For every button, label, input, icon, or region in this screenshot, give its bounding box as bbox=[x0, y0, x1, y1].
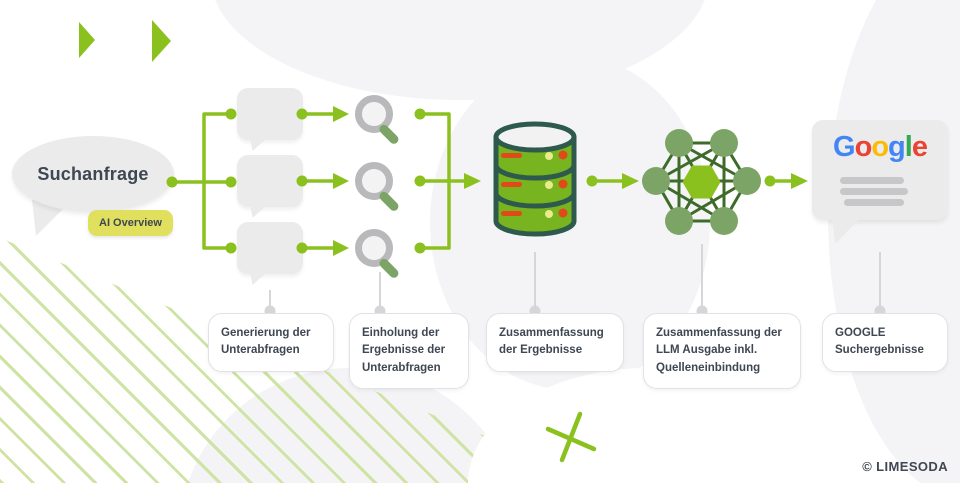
chat-bubble-tail bbox=[250, 272, 267, 285]
network-edges bbox=[654, 141, 749, 223]
google-logo: Google bbox=[812, 131, 948, 164]
magnifier-handle bbox=[377, 190, 401, 213]
google-logo-letter: l bbox=[904, 131, 913, 163]
step-label-subqueries: Generierung der Unterabfragen bbox=[208, 313, 334, 372]
google-logo-letter: G bbox=[833, 131, 856, 163]
step-label-fetch-results: Einholung der Ergebnisse der Unterabfrag… bbox=[349, 313, 469, 389]
network-icon bbox=[642, 129, 761, 235]
magnifier-icon bbox=[355, 162, 401, 213]
chat-bubble-tail bbox=[250, 205, 267, 218]
google-logo-letter: e bbox=[911, 131, 928, 163]
connector-query-branch bbox=[172, 112, 228, 250]
step-label-summary: Zusammenfassung der Ergebnisse bbox=[486, 313, 624, 372]
step-label-llm-output: Zusammenfassung der LLM Ausgabe inkl. Qu… bbox=[643, 313, 801, 389]
chat-bubble-icon bbox=[237, 88, 303, 151]
connector-dot bbox=[225, 108, 237, 120]
result-line-bar bbox=[844, 199, 904, 206]
connector-bubble-to-magnifier bbox=[296, 106, 349, 256]
chat-bubble-icon bbox=[237, 155, 303, 218]
query-bubble: Suchanfrage bbox=[12, 136, 174, 212]
google-logo-letter: o bbox=[854, 131, 873, 163]
magnifier-handle bbox=[377, 257, 401, 280]
triangle-decor-icon bbox=[79, 22, 95, 58]
query-label: Suchanfrage bbox=[37, 163, 149, 184]
connector-network-to-google bbox=[764, 173, 808, 189]
network-core-hexagon bbox=[682, 165, 721, 199]
google-logo-letter: g bbox=[888, 131, 906, 163]
magnifier-icon bbox=[355, 95, 401, 146]
magnifier-handle bbox=[377, 123, 401, 146]
chat-bubble-icon bbox=[237, 222, 303, 285]
ai-overview-badge: AI Overview bbox=[88, 210, 173, 236]
magnifier-icon bbox=[355, 229, 401, 280]
result-line-bar bbox=[840, 177, 904, 184]
triangle-decor-icon bbox=[152, 20, 171, 62]
result-line-bar bbox=[840, 188, 908, 195]
background-blob bbox=[828, 0, 960, 483]
connector-dot bbox=[225, 242, 237, 254]
google-result-icon: Google bbox=[812, 120, 948, 244]
database-decor bbox=[501, 150, 568, 218]
network-nodes bbox=[642, 129, 761, 235]
google-logo-letter: o bbox=[871, 131, 889, 163]
chat-bubble-tail bbox=[250, 138, 267, 151]
connector-dot bbox=[225, 176, 237, 188]
step-label-serp: GOOGLE Suchergebnisse bbox=[822, 313, 948, 372]
database-icon bbox=[493, 121, 577, 237]
copyright-text: © LIMESODA bbox=[862, 459, 948, 474]
